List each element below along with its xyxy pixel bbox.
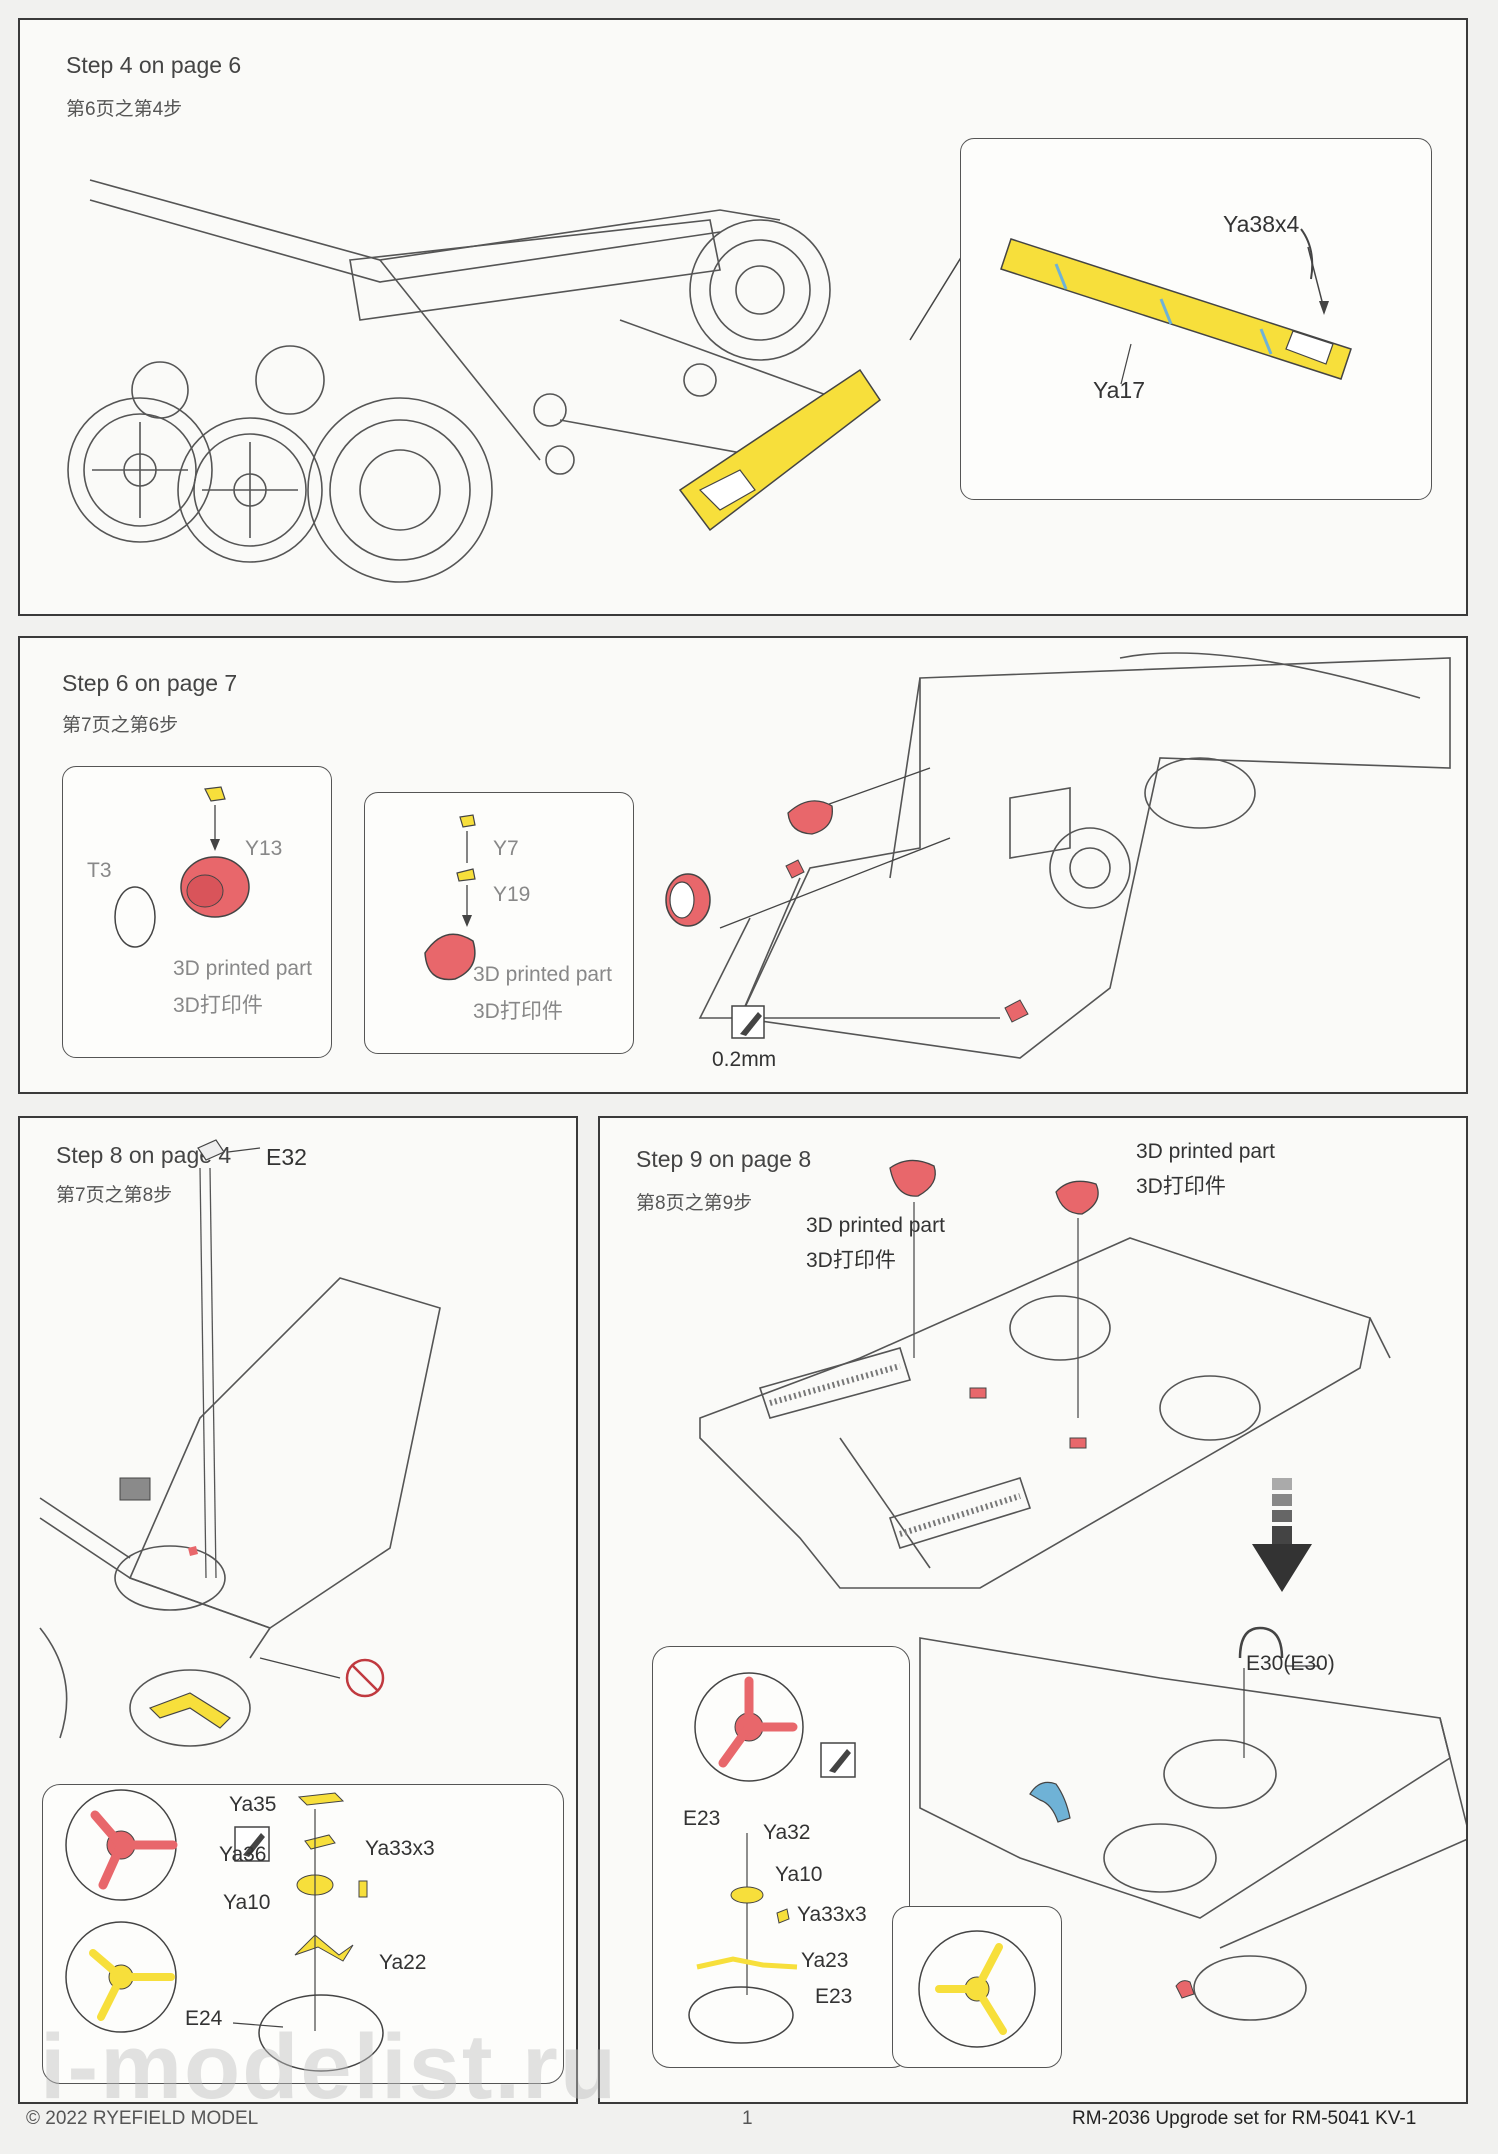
thickness-label: 0.2mm [712,1048,777,1071]
step4-subtitle: 第6页之第4步 [66,99,183,120]
step4-panel: Step 4 on page 6 第6页之第4步 [18,18,1468,616]
step9-panel: Step 9 on page 8 第8页之第9步 3D printed part… [598,1116,1468,2104]
step9-hull-drawing [699,1159,1466,2021]
printed-right-cn-label: 3D打印件 [1136,1175,1226,1198]
ya36-label: Ya36 [219,1843,267,1866]
step6-box1: T3 Y13 3D printed part 3D打印件 [62,766,332,1058]
footer-product: RM-2036 Upgrode set for RM-5041 KV-1 [1072,2108,1417,2129]
printed-right-label: 3D printed part [1136,1140,1275,1163]
e24-label: E24 [185,2007,223,2030]
step8-panel: Step 8 on page 4 第7页之第8步 E32 [18,1116,578,2104]
step8-subtitle: 第7页之第8步 [56,1185,173,1206]
ya33x3-step9-label: Ya33x3 [797,1903,867,1926]
step6-hull-drawing [665,652,1451,1059]
ya10-label: Ya10 [223,1891,271,1914]
box2-printed-label: 3D printed part [473,963,612,986]
y7-label: Y7 [493,837,519,860]
e23-bottom-label: E23 [815,1985,853,2008]
step8-detail-box: Ya35 Ya36 Ya33x3 Ya10 Ya22 E24 [42,1784,564,2084]
step9-title: Step 9 on page 8 [636,1146,812,1172]
ya17-label: Ya17 [1093,377,1146,403]
ya22-label: Ya22 [379,1951,427,1974]
footer-copyright: © 2022 RYEFIELD MODEL [26,2108,259,2129]
step6-box2: Y7 Y19 3D printed part 3D打印件 [364,792,634,1054]
watermark: i-modelist.ru [40,2016,619,2118]
ya38-label: Ya38x4 [1223,211,1300,237]
e30-label: E30(E30) [1246,1652,1335,1675]
ya33x3-label: Ya33x3 [365,1837,435,1860]
step8-hull-drawing [39,1139,441,1747]
printed-left-label: 3D printed part [806,1214,945,1237]
no-sign-icon [345,1658,385,1698]
ya10-step9-label: Ya10 [775,1863,823,1886]
step4-detail-box: Ya38x4 Ya17 [960,138,1432,500]
step9-e23-drawing [918,1930,1036,2048]
box1-printed-cn-label: 3D打印件 [173,994,263,1017]
ya17-detail-drawing [1000,228,1352,385]
printed-left-cn-label: 3D打印件 [806,1249,896,1272]
step4-title: Step 4 on page 6 [66,52,242,78]
step6-box2-drawing [424,814,476,981]
ya23-label: Ya23 [801,1949,849,1972]
ya17-part-scene [678,368,882,532]
step9-e23-box [892,1906,1062,2068]
y13-label: Y13 [245,837,283,860]
footer-page-number: 1 [742,2108,753,2129]
step9-subtitle: 第8页之第9步 [636,1193,753,1214]
y19-label: Y19 [493,883,531,906]
step6-panel: Step 6 on page 7 第7页之第6步 T3 Y13 3D print… [18,636,1468,1094]
t3-label: T3 [87,859,112,882]
box1-printed-label: 3D printed part [173,957,312,980]
step6-subtitle: 第7页之第6步 [62,715,179,736]
yellow-part-e24-scene [148,1692,231,1729]
red-part-a [787,800,833,835]
step9-detail-box: E23 Ya32 Ya10 Ya33x3 Ya23 E23 [652,1646,910,2068]
e32-label: E32 [266,1144,307,1170]
e23-top-label: E23 [683,1807,721,1830]
step6-box1-drawing [114,786,250,948]
box2-printed-cn-label: 3D打印件 [473,1000,563,1023]
step8-detail-drawing [65,1789,384,2072]
step4-hull-drawing [67,179,979,583]
ya32-label: Ya32 [763,1821,811,1844]
step6-title: Step 6 on page 7 [62,670,238,696]
step9-detail-drawing [688,1672,856,2044]
ya35-label: Ya35 [229,1793,277,1816]
